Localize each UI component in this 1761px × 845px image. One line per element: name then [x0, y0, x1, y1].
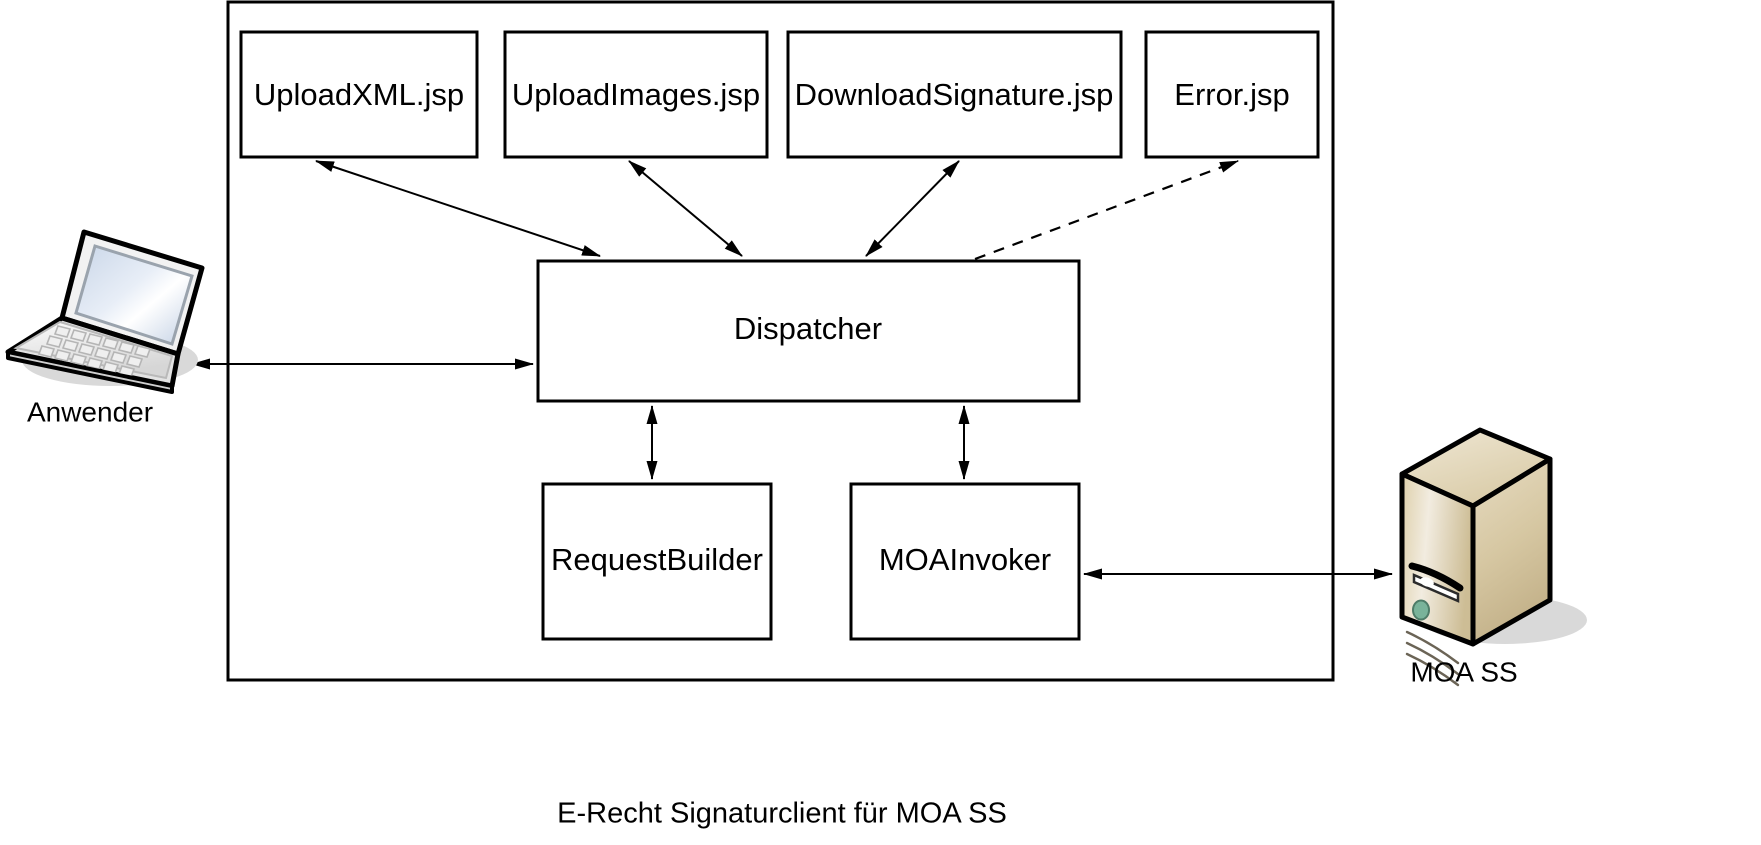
moainvoker-box[interactable]: MOAInvoker [849, 482, 1081, 641]
requestbuilder-label: RequestBuilder [551, 542, 763, 577]
diagram-caption: E-Recht Signaturclient für MOA SS [557, 798, 1007, 830]
jsp-box-label: UploadImages.jsp [512, 77, 760, 112]
dispatcher-label: Dispatcher [734, 311, 882, 346]
dispatcher-box[interactable]: Dispatcher [536, 259, 1081, 403]
connector-dispatcher-downloadsignature [865, 160, 960, 257]
jsp-box-label: DownloadSignature.jsp [795, 77, 1114, 112]
jsp-box-errorjsp[interactable]: Error.jsp [1144, 30, 1320, 159]
jsp-box-label: Error.jsp [1174, 77, 1289, 112]
connector-dispatcher-uploadimages [628, 160, 743, 257]
jsp-box-uploadxml[interactable]: UploadXML.jsp [239, 30, 479, 159]
application-boundary [226, 0, 1335, 682]
connector-dispatcher-uploadxml [315, 160, 601, 257]
server-icon [1399, 427, 1587, 687]
connector-dispatcher-errorjsp [974, 159, 1239, 261]
moainvoker-label: MOAInvoker [879, 542, 1051, 577]
jsp-box-label: UploadXML.jsp [254, 77, 464, 112]
requestbuilder-box[interactable]: RequestBuilder [541, 482, 773, 641]
laptop-icon [5, 229, 205, 394]
jsp-box-downloadsignature[interactable]: DownloadSignature.jsp [786, 30, 1123, 159]
moass-label: MOA SS [1410, 656, 1517, 687]
jsp-box-uploadimages[interactable]: UploadImages.jsp [503, 30, 769, 159]
anwender-label: Anwender [27, 396, 153, 427]
